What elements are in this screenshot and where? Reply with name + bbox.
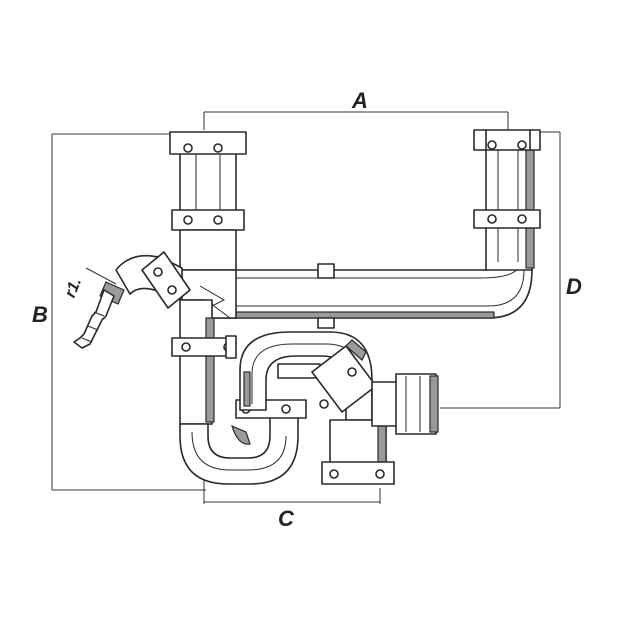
- union-elbow: [311, 339, 377, 413]
- dimension-label-d: D: [566, 274, 582, 299]
- dimension-label-r1: r1.: [62, 276, 85, 301]
- right-tailpiece: [473, 129, 541, 271]
- drop-pipe: [171, 299, 237, 425]
- connecting-pipe: [205, 261, 533, 329]
- horizontal-outlet: [371, 373, 439, 435]
- left-u-trap: [179, 399, 307, 485]
- dimension-lines: [51, 111, 561, 504]
- outlet: [321, 419, 395, 485]
- dimension-label-c: C: [278, 506, 295, 531]
- hose-connector: [73, 251, 191, 349]
- dimension-label-b: B: [32, 302, 48, 327]
- left-tailpiece: [169, 131, 247, 271]
- dimension-label-a: A: [351, 88, 368, 113]
